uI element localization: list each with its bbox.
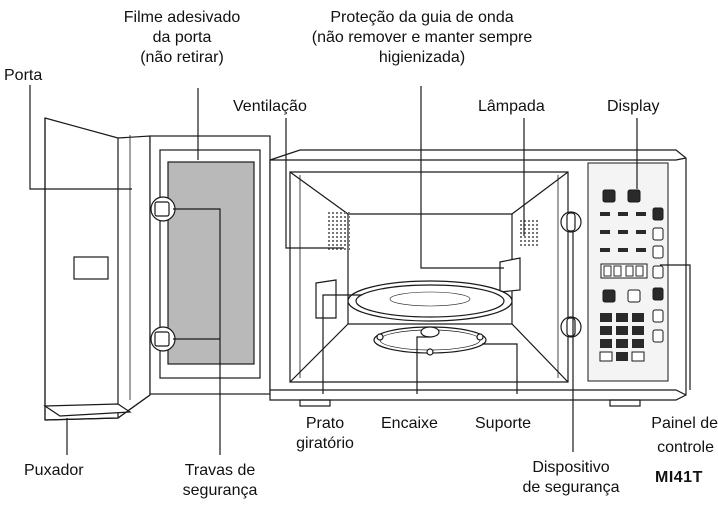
coupler bbox=[420, 326, 440, 338]
label-model: MI41T bbox=[655, 469, 703, 486]
leader-lines bbox=[29, 85, 691, 455]
label-protecao-line3: higienizada) bbox=[378, 49, 466, 66]
label-travas-line1: Travas de bbox=[184, 462, 256, 479]
cavity bbox=[289, 171, 569, 383]
door bbox=[43, 117, 271, 421]
label-filme-line2: da porta bbox=[152, 29, 212, 46]
label-ventilacao: Ventilação bbox=[233, 98, 307, 115]
label-travas-line2: segurança bbox=[182, 482, 258, 499]
label-filme-line1: Filme adesivado bbox=[123, 9, 241, 26]
door-film bbox=[167, 161, 255, 365]
label-painel-line2: controle bbox=[657, 439, 714, 456]
label-dispositivo-line1: Dispositivo bbox=[532, 459, 610, 476]
door-handle bbox=[43, 403, 132, 417]
turntable bbox=[347, 280, 513, 356]
label-prato-line1: Prato bbox=[305, 415, 345, 432]
vent-grille bbox=[328, 212, 350, 250]
label-painel-line1: Painel de bbox=[651, 415, 718, 432]
lamp-grille bbox=[518, 220, 538, 248]
label-lampada: Lâmpada bbox=[478, 98, 545, 115]
safety-device bbox=[560, 211, 582, 338]
label-porta: Porta bbox=[4, 67, 43, 84]
label-suporte: Suporte bbox=[475, 415, 532, 432]
label-filme-line3: (não retirar) bbox=[140, 49, 224, 66]
label-display: Display bbox=[607, 98, 660, 115]
label-prato-line2: giratório bbox=[296, 435, 354, 452]
safety-latches bbox=[150, 196, 176, 352]
label-encaixe: Encaixe bbox=[381, 415, 438, 432]
label-protecao-line2: (não remover e manter sempre bbox=[311, 29, 533, 46]
control-panel bbox=[587, 162, 669, 382]
waveguide-cover bbox=[499, 257, 521, 293]
label-puxador: Puxador bbox=[24, 462, 84, 479]
label-dispositivo-line2: de segurança bbox=[522, 479, 620, 496]
label-protecao-line1: Proteção da guia de onda bbox=[330, 9, 514, 26]
